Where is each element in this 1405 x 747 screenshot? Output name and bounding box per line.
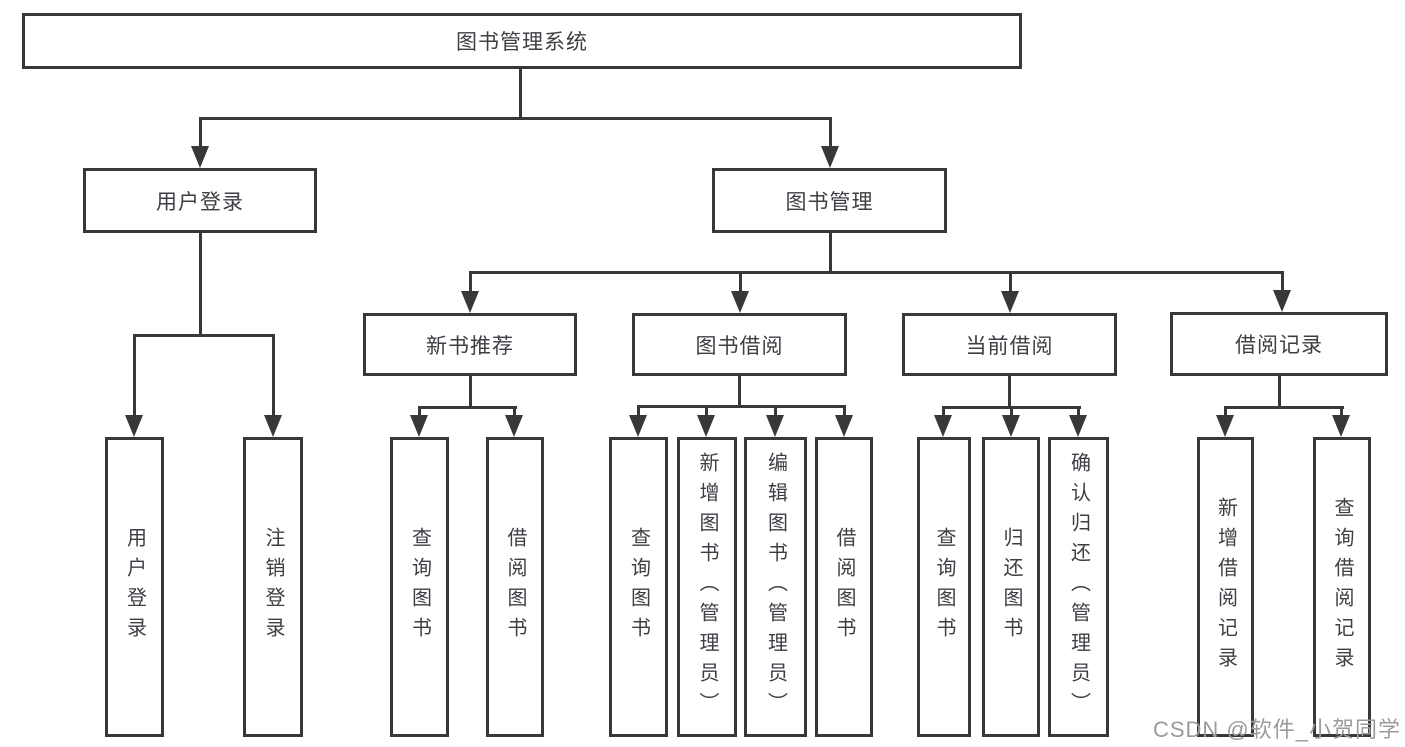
connector-drop-records-query: [1340, 406, 1343, 418]
connector-root-branch: [199, 117, 832, 120]
arrow-down-icon: [821, 146, 839, 168]
arrow-down-icon: [1069, 415, 1087, 437]
connector-drop-borrowing-borrow: [843, 405, 846, 418]
node-user-login: 用户登录: [83, 168, 317, 233]
connector-recommend-branch: [418, 406, 517, 409]
node-borrowing-borrow-books-label: 借阅图书: [833, 527, 855, 647]
node-recommend-borrow-books-label: 借阅图书: [504, 527, 526, 647]
node-login-leaf-label: 用户登录: [123, 527, 146, 647]
node-current-return-books-label: 归还图书: [1000, 527, 1022, 647]
connector-current-trunk: [1008, 376, 1011, 409]
node-current-return-books: 归还图书: [982, 437, 1040, 737]
node-recommend-query-books-label: 查询图书: [408, 527, 431, 647]
node-recommend-borrow-books: 借阅图书: [486, 437, 544, 737]
node-logout-leaf-label: 注销登录: [262, 527, 284, 647]
arrow-down-icon: [1273, 290, 1291, 312]
connector-drop-borrowing-add: [705, 405, 708, 418]
node-borrowing-borrow-books: 借阅图书: [815, 437, 873, 737]
node-records-add-record-label: 新增借阅记录: [1214, 497, 1237, 677]
node-borrowing-query-books-label: 查询图书: [627, 527, 650, 647]
connector-drop-borrowing-query: [637, 405, 640, 418]
node-current-query-books: 查询图书: [917, 437, 971, 737]
connector-drop-logout: [272, 334, 275, 418]
node-borrowing-query-books: 查询图书: [609, 437, 668, 737]
connector-borrowing-trunk: [738, 376, 741, 408]
node-records-query-record: 查询借阅记录: [1313, 437, 1371, 737]
watermark: CSDN @软件_小贺同学: [1152, 717, 1401, 742]
arrow-down-icon: [629, 415, 647, 437]
connector-drop-current-return: [1010, 406, 1013, 418]
arrow-down-icon: [1002, 415, 1020, 437]
node-recommend-query-books: 查询图书: [390, 437, 449, 737]
node-new-book-recommend-label: 新书推荐: [426, 334, 514, 358]
connector-drop-borrowing-records: [1281, 271, 1284, 294]
connector-book-management-branch: [469, 271, 1284, 274]
connector-drop-current-confirm: [1077, 406, 1080, 418]
node-current-query-books-label: 查询图书: [933, 527, 955, 647]
arrow-down-icon: [125, 415, 143, 437]
arrow-down-icon: [1001, 291, 1019, 313]
connector-drop-new-book-recommend: [469, 271, 472, 294]
connector-drop-user-login: [199, 117, 202, 149]
node-borrowing-records: 借阅记录: [1170, 312, 1388, 376]
arrow-down-icon: [461, 291, 479, 313]
node-borrowing-add-books: 新增图书（管理员）: [677, 437, 737, 737]
node-logout-leaf: 注销登录: [243, 437, 303, 737]
arrow-down-icon: [766, 415, 784, 437]
node-book-management-label: 图书管理: [785, 190, 874, 214]
connector-records-branch: [1224, 406, 1344, 409]
connector-recommend-trunk: [469, 376, 472, 409]
node-root-label: 图书管理系统: [456, 31, 588, 54]
connector-drop-borrowing-edit: [774, 405, 777, 418]
node-book-borrowing: 图书借阅: [632, 313, 847, 376]
node-book-borrowing-label: 图书借阅: [695, 334, 784, 358]
connector-user-login-branch: [133, 334, 275, 337]
arrow-down-icon: [505, 415, 523, 437]
node-root: 图书管理系统: [22, 13, 1022, 69]
node-records-add-record: 新增借阅记录: [1197, 437, 1254, 737]
arrow-down-icon: [1332, 415, 1350, 437]
connector-drop-recommend-query: [418, 406, 421, 418]
arrow-down-icon: [835, 415, 853, 437]
connector-user-login-trunk: [199, 233, 202, 335]
node-current-confirm-return-label: 确认归还（管理员）: [1067, 452, 1090, 722]
node-current-confirm-return: 确认归还（管理员）: [1048, 437, 1109, 737]
arrow-down-icon: [697, 415, 715, 437]
node-current-borrowing: 当前借阅: [902, 313, 1117, 376]
node-new-book-recommend: 新书推荐: [363, 313, 577, 376]
connector-records-trunk: [1278, 375, 1281, 409]
connector-drop-login: [133, 334, 136, 418]
node-borrowing-add-books-label: 新增图书（管理员）: [696, 452, 718, 722]
node-book-management: 图书管理: [712, 168, 947, 233]
connector-drop-current-borrowing: [1009, 271, 1012, 294]
arrow-down-icon: [410, 415, 428, 437]
connector-book-management-trunk: [829, 233, 832, 274]
node-records-query-record-label: 查询借阅记录: [1331, 497, 1353, 677]
connector-drop-book-management: [829, 117, 832, 149]
connector-drop-recommend-borrow: [513, 406, 516, 418]
arrow-down-icon: [731, 291, 749, 313]
node-borrowing-edit-books-label: 编辑图书（管理员）: [764, 452, 787, 722]
connector-root-trunk: [519, 69, 522, 118]
arrow-down-icon: [191, 146, 209, 168]
arrow-down-icon: [934, 415, 952, 437]
node-user-login-label: 用户登录: [156, 190, 244, 214]
connector-drop-current-query: [942, 406, 945, 418]
node-borrowing-edit-books: 编辑图书（管理员）: [744, 437, 807, 737]
node-borrowing-records-label: 借阅记录: [1235, 334, 1323, 357]
arrow-down-icon: [264, 415, 282, 437]
connector-drop-book-borrowing: [739, 271, 742, 294]
node-login-leaf: 用户登录: [105, 437, 164, 737]
arrow-down-icon: [1216, 415, 1234, 437]
connector-drop-records-add: [1224, 406, 1227, 418]
node-current-borrowing-label: 当前借阅: [965, 334, 1054, 358]
connector-borrowing-branch: [637, 405, 846, 408]
